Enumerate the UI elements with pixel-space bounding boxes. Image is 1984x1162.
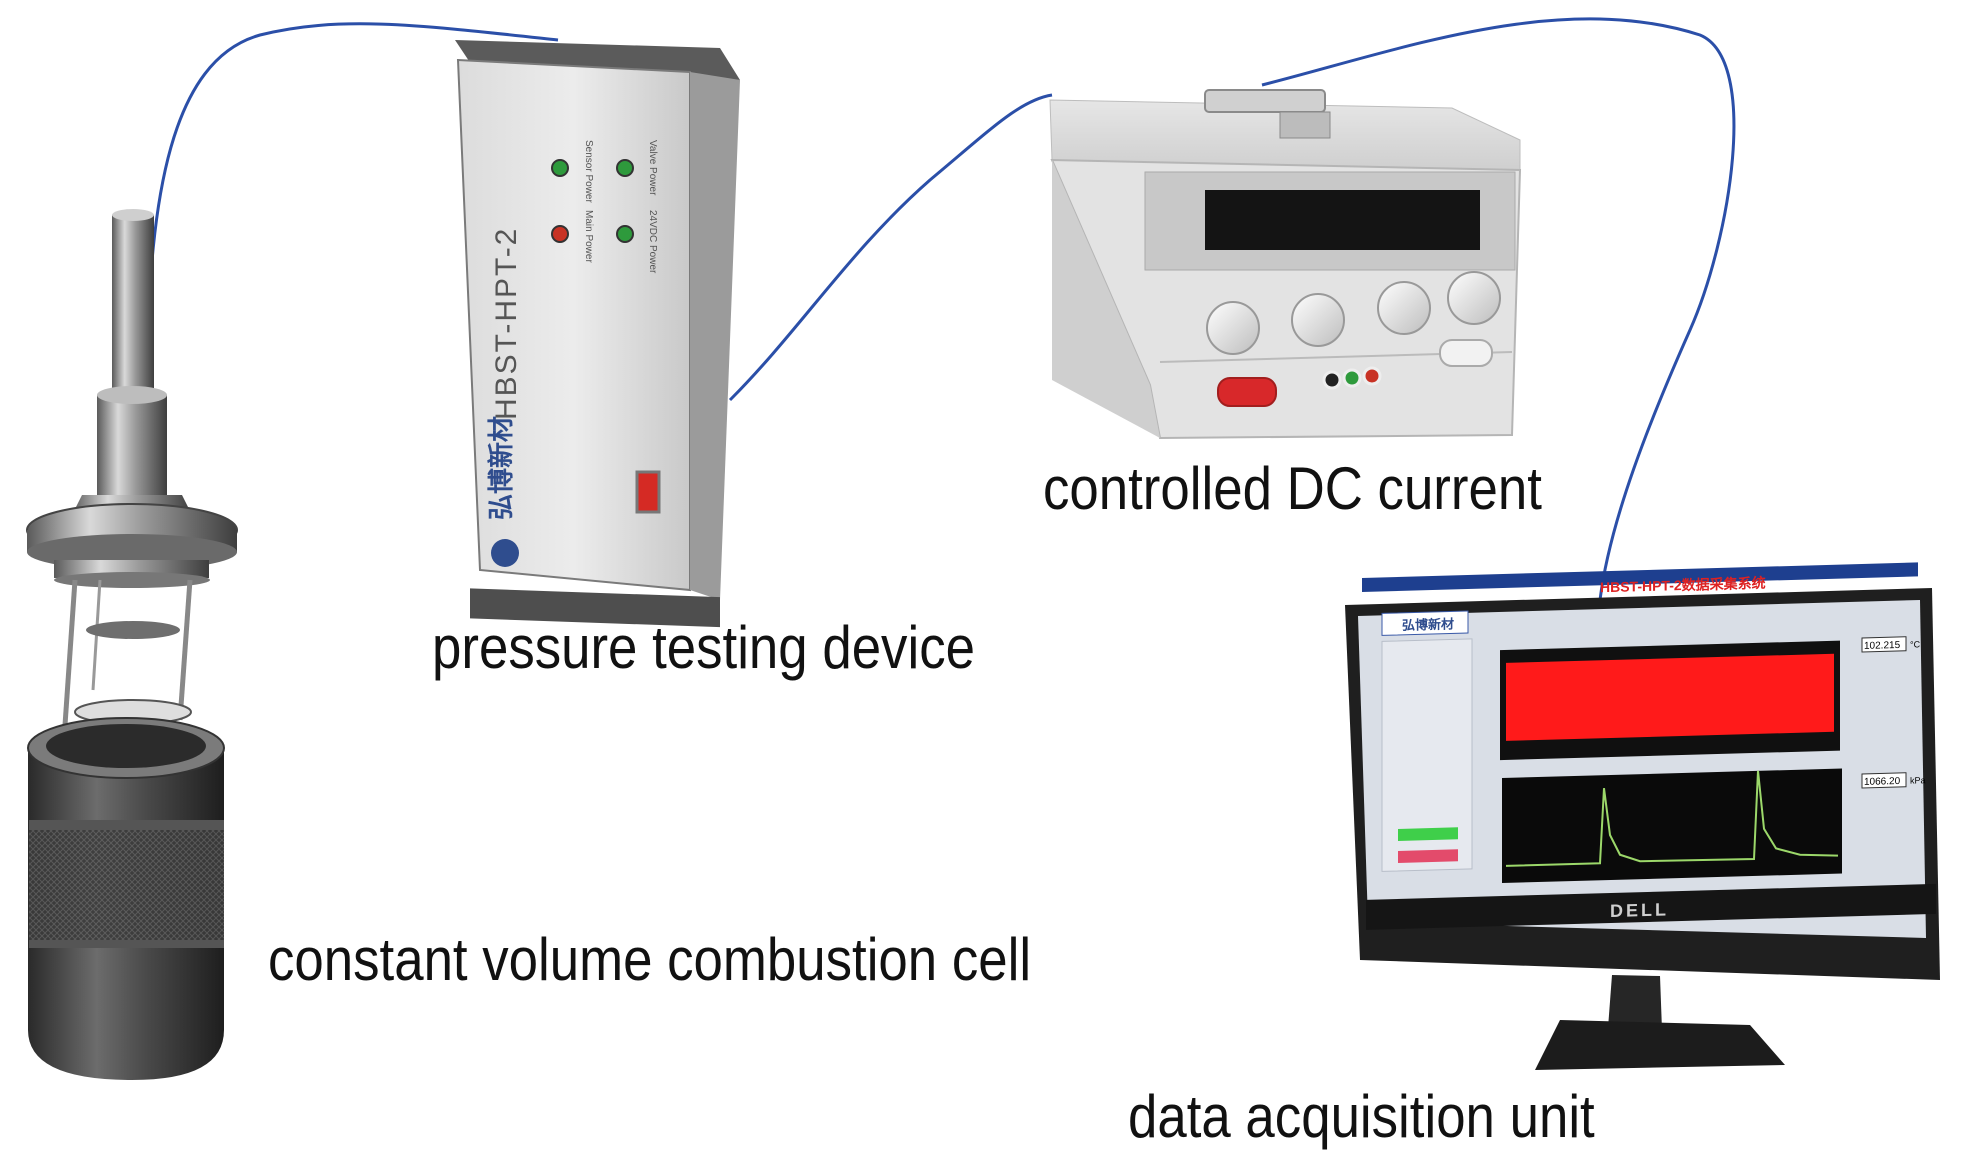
led-24vdc-power <box>616 225 634 243</box>
led-sensor-power <box>551 159 569 177</box>
dc-knob-3 <box>1377 281 1431 335</box>
dc-knob-1 <box>1206 301 1260 355</box>
monitor-stand-base <box>1535 1020 1785 1070</box>
led-valve-power <box>616 159 634 177</box>
dc-output-terminals <box>1322 366 1382 390</box>
pressure-trace <box>1506 770 1839 867</box>
dc-power-button <box>1217 377 1277 407</box>
led-main-power <box>551 225 569 243</box>
caption-data-acquisition: data acquisition unit <box>1128 1083 1595 1150</box>
dc-display-window <box>1205 190 1480 250</box>
monitor-start-button <box>1398 827 1458 841</box>
device-model-label: HBST-HPT-2 <box>490 227 523 420</box>
device-power-switch <box>635 470 661 514</box>
monitor-logo-box <box>1381 610 1469 636</box>
monitor-stand-neck <box>1608 975 1662 1030</box>
cable-group <box>145 17 1736 601</box>
dc-power-supply <box>1049 89 1522 440</box>
led-label-main-power: Main Power <box>583 210 594 263</box>
cable-pressure-to-dc <box>728 93 1053 402</box>
pressure-unit: kPa <box>1910 775 1926 785</box>
pressure-readout: 1066.20 <box>1864 776 1901 788</box>
pressure-testing-device: HBST-HPT-2 弘博新材 Sensor Power Valve Power… <box>455 40 740 628</box>
caption-dc-supply: controlled DC current <box>1043 455 1542 522</box>
combustion-cell <box>26 209 238 1080</box>
led-label-valve-power: Valve Power <box>647 140 658 196</box>
cell-top-rod <box>112 215 154 400</box>
cell-disc <box>86 621 180 639</box>
cable-dc-to-daq <box>1261 17 1736 601</box>
dc-right-button <box>1439 339 1493 367</box>
monitor-left-panel <box>1381 638 1473 872</box>
pressure-plot-area <box>1502 768 1842 884</box>
dc-knob-4 <box>1447 271 1501 325</box>
led-label-24vdc-power: 24VDC Power <box>647 210 658 274</box>
caption-pressure-device: pressure testing device <box>432 614 975 681</box>
monitor-logo-text: 弘博新材 <box>1402 616 1454 632</box>
dc-handle <box>1204 89 1326 113</box>
device-logo <box>491 539 519 567</box>
dc-knob-2 <box>1291 293 1345 347</box>
dc-knobs <box>1206 271 1501 355</box>
device-brand-label: 弘博新材 <box>486 416 516 520</box>
temperature-unit: °C <box>1910 639 1921 649</box>
pressure-readout-box <box>1861 772 1907 789</box>
cell-knurled-band <box>29 830 224 940</box>
temperature-readout: 102.215 <box>1864 640 1901 652</box>
temperature-readout-box <box>1861 636 1907 653</box>
temperature-signal-band <box>1506 653 1834 741</box>
monitor-stop-button <box>1398 849 1458 863</box>
cell-rod-collar <box>97 395 167 495</box>
led-label-sensor-power: Sensor Power <box>583 140 594 203</box>
monitor-brand: DELL <box>1610 899 1669 921</box>
caption-combustion-cell: constant volume combustion cell <box>268 926 1032 993</box>
data-acquisition-monitor: HBST-HPT-2数据采集系统 弘博新材 102.215 °C 1066.20… <box>1345 562 1940 1070</box>
monitor-app-title: HBST-HPT-2数据采集系统 <box>1600 575 1766 596</box>
cable-cell-to-pressure <box>145 22 559 366</box>
